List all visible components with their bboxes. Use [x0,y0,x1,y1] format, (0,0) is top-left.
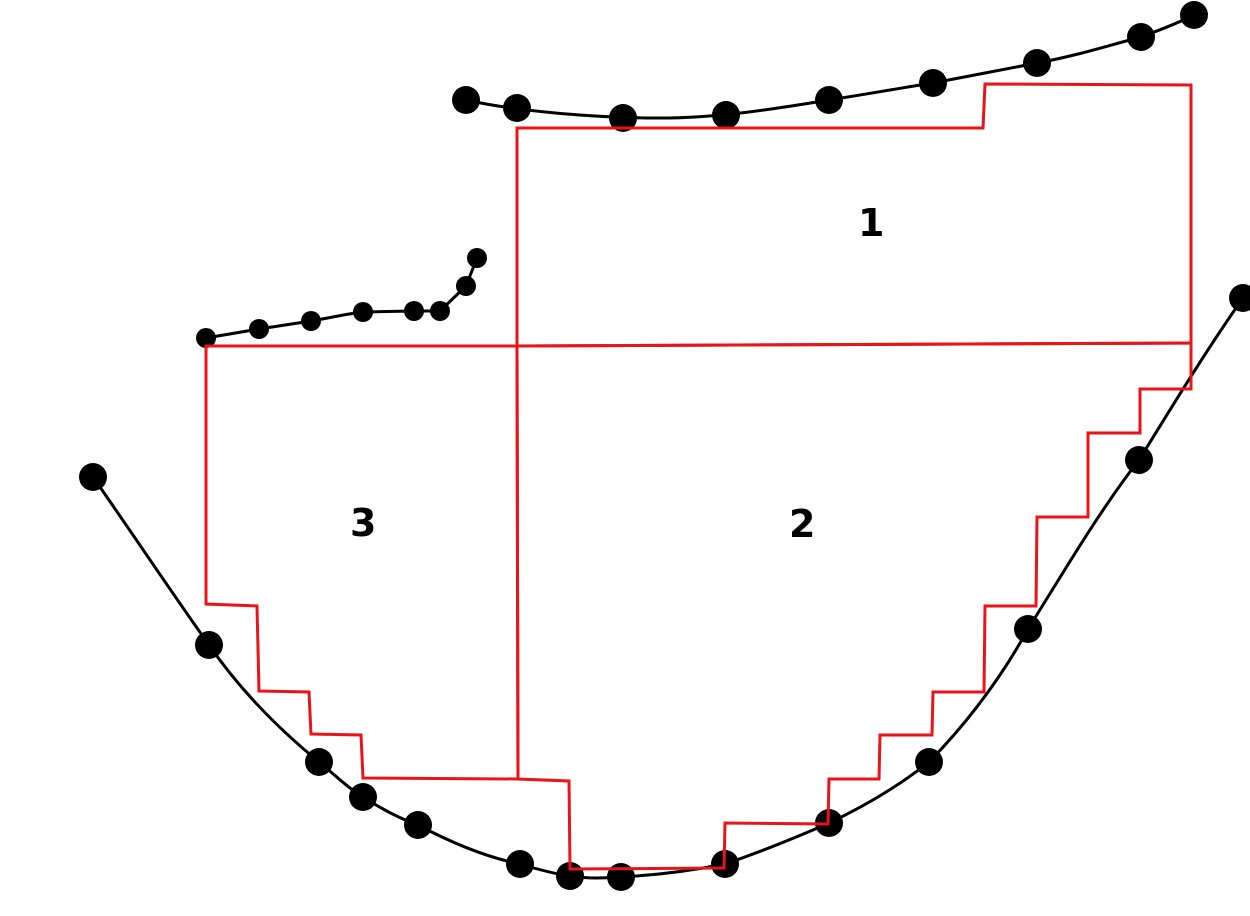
bottom-curve-node [195,631,223,659]
left-upper-curve-node [430,301,450,321]
top-curve-node [503,94,531,122]
left-upper-curve-node [301,311,321,331]
bottom-curve-node [305,748,333,776]
region-1-label: 1 [858,201,884,245]
left-upper-curve-node [467,248,487,268]
left-upper-curve-node [404,301,424,321]
top-curve-node [609,104,637,132]
top-curve-node [1127,23,1155,51]
top-curve-node [919,69,947,97]
left-upper-curve-node [353,302,373,322]
bottom-curve-node [404,811,432,839]
top-curve-node [452,86,480,114]
left-upper-curve-node [249,319,269,339]
top-curve-node [1023,49,1051,77]
bottom-curve-node [1229,284,1250,312]
top-curve-node [1180,1,1208,29]
bottom-curve-node [1014,615,1042,643]
bottom-curve-node [915,748,943,776]
bottom-boundary-curve [91,296,1245,880]
bottom-curve-node [79,463,107,491]
region-3-outline [204,344,520,781]
bottom-curve-node [349,783,377,811]
region-2-label: 2 [789,502,815,546]
left-upper-curve-node [456,276,476,296]
top-curve-node [712,101,740,129]
bottom-curve-node [506,850,534,878]
left-upper-curve-node [196,328,216,348]
left-upper-boundary-curve [204,256,479,340]
region-3-label: 3 [350,501,376,545]
top-curve-node [815,86,843,114]
top-boundary-curve [464,13,1196,120]
region-2-outline [515,341,1193,871]
bottom-curve-node [1125,446,1153,474]
